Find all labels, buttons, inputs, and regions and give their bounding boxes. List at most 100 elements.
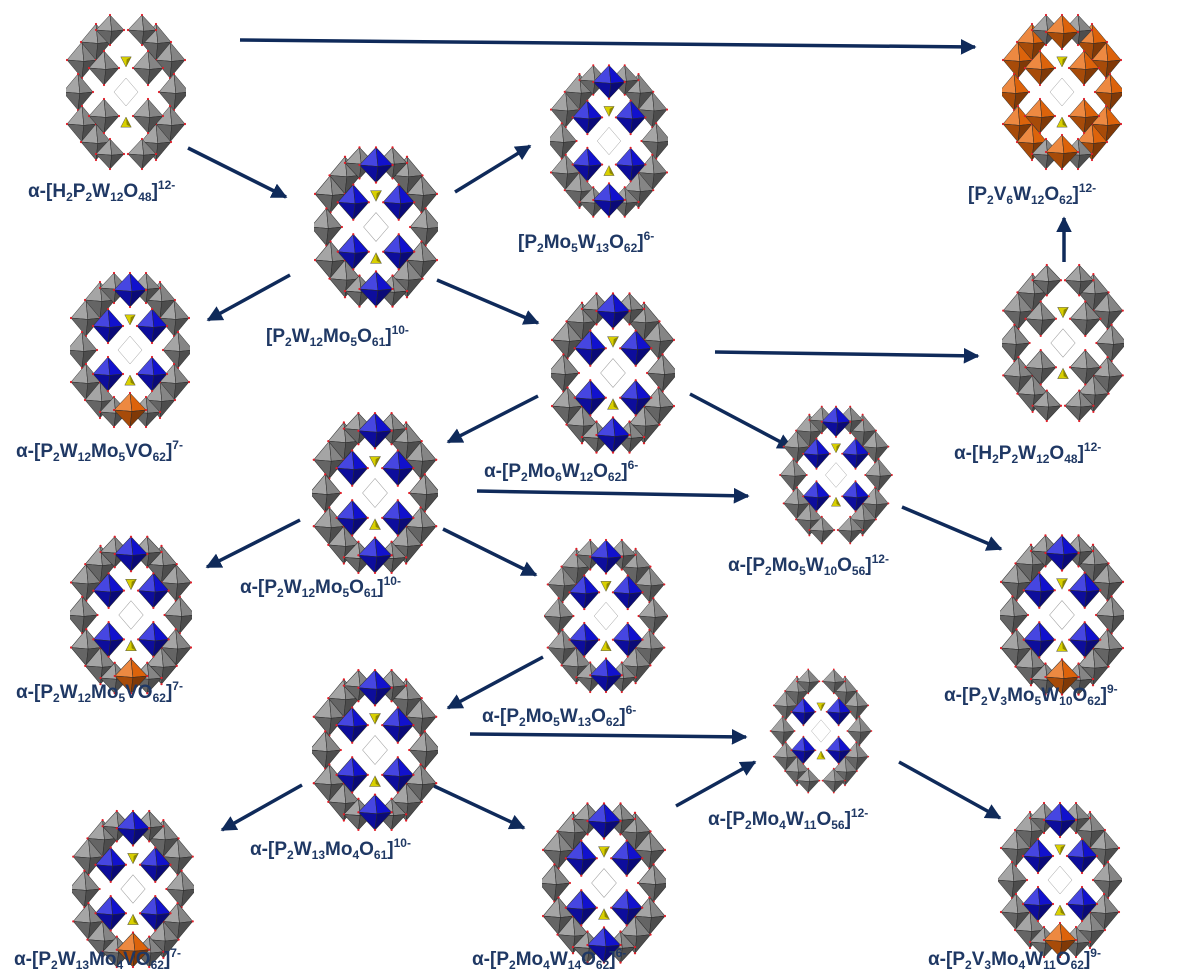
belt-octahedron — [335, 706, 369, 744]
phosphate-tetrahedron-icon — [816, 750, 826, 760]
belt-octahedron — [1065, 885, 1099, 923]
formula-text: W — [283, 577, 302, 598]
formula-text: W — [1041, 685, 1060, 706]
formula-text: W — [1013, 184, 1031, 205]
formula-label: [P2V6W12O62]12- — [968, 182, 1096, 207]
tungsten-octahedron — [68, 869, 101, 909]
formula-subscript: 61 — [371, 335, 386, 349]
formula-subscript: 62 — [1059, 193, 1073, 207]
formula-text: W — [577, 232, 596, 253]
phosphate-tetrahedron-icon — [120, 116, 132, 128]
phosphate-tetrahedron-icon — [598, 846, 610, 858]
formula-charge: 7- — [172, 438, 183, 452]
arrow-right-icon — [239, 38, 977, 55]
polyoxometalate-structure — [308, 410, 442, 576]
cap-octahedron — [1042, 921, 1078, 959]
formula-text: O — [357, 326, 372, 347]
belt-octahedron — [614, 99, 647, 136]
formula-subscript: 6 — [555, 470, 562, 484]
arrow-right-icon — [469, 728, 748, 745]
tungsten-octahedron — [101, 935, 133, 969]
formula-subscript: 12 — [110, 190, 124, 204]
formula-subscript: 2 — [521, 470, 528, 484]
formula-subscript: 62 — [152, 450, 166, 464]
formula-subscript: 2 — [53, 450, 60, 464]
belt-octahedron — [802, 437, 831, 470]
tungsten-octahedron — [1031, 263, 1063, 297]
belt-octahedron — [1068, 621, 1102, 659]
polyhedral-octahedron-icon — [545, 64, 673, 218]
formula-subscript: 2 — [965, 958, 972, 972]
formula-text: Mo — [325, 839, 353, 860]
belt-octahedron — [136, 572, 170, 610]
cap-octahedron — [113, 657, 149, 695]
polyhedral-octahedron-icon — [995, 801, 1125, 959]
phosphate-tetrahedron-icon — [607, 398, 619, 410]
formula-label: α-[H2P2W12O48]12- — [28, 179, 175, 204]
polyoxometalate-structure — [537, 800, 671, 966]
formula-subscript: 2 — [981, 694, 988, 708]
phosphate-tetrahedron-icon — [124, 314, 136, 326]
formula-text: O — [837, 555, 852, 576]
tungsten-octahedron — [308, 473, 342, 513]
cap-octahedron — [1044, 658, 1080, 696]
formula-text: O — [359, 839, 374, 860]
formula-subscript: 4 — [1018, 958, 1026, 972]
formula-text: α-[P — [482, 706, 520, 727]
formula-subscript: 2 — [509, 958, 516, 972]
polyhedral-octahedron-icon — [542, 538, 670, 694]
formula-label: [P2W12Mo5O61]10- — [266, 324, 409, 349]
formula-text: VO — [123, 949, 151, 970]
cap-octahedron — [113, 535, 149, 573]
formula-subscript: 14 — [567, 958, 582, 972]
polyoxometalate-structure — [998, 262, 1128, 424]
phosphate-tetrahedron-icon — [603, 106, 615, 117]
polyoxometalate-structure — [776, 404, 896, 546]
formula-text: O — [1072, 685, 1088, 706]
belt-octahedron — [1021, 837, 1055, 875]
belt-octahedron — [92, 620, 126, 658]
formula-text: V — [971, 949, 985, 970]
phosphate-tetrahedron-icon — [603, 165, 615, 176]
formula-text: VO — [125, 441, 153, 462]
tungsten-octahedron — [130, 271, 162, 305]
formula-subscript: 4 — [779, 818, 786, 832]
formula-subscript: 62 — [150, 958, 164, 972]
formula-text: Mo — [322, 326, 351, 347]
formula-text: Mo — [527, 461, 556, 482]
cap-octahedron — [589, 538, 623, 575]
tungsten-octahedron — [796, 668, 821, 695]
formula-text: W — [785, 809, 804, 830]
belt-octahedron — [841, 437, 870, 470]
phosphate-tetrahedron-icon — [1054, 904, 1066, 916]
formula-text: V — [993, 184, 1007, 205]
belt-octahedron — [571, 99, 604, 136]
formula-charge: 10- — [383, 574, 401, 588]
tungsten-octahedron — [1094, 595, 1129, 635]
tungsten-octahedron — [65, 330, 99, 370]
formula-charge: 10- — [393, 836, 411, 850]
tungsten-octahedron — [390, 258, 424, 299]
cap-octahedron — [357, 793, 393, 832]
polyhedral-octahedron-icon — [995, 534, 1129, 696]
tungsten-octahedron — [846, 715, 873, 747]
tungsten-octahedron — [1095, 323, 1128, 363]
phosphate-tetrahedron-icon — [369, 456, 381, 468]
phosphate-tetrahedron-icon — [600, 581, 612, 592]
formula-text: Mo — [991, 949, 1019, 970]
formula-subscript: 11 — [1043, 958, 1056, 972]
belt-octahedron — [610, 889, 644, 927]
formula-subscript: 12 — [1031, 193, 1045, 207]
formula-text: ] — [385, 326, 392, 347]
tungsten-octahedron — [997, 72, 1031, 112]
phosphate-tetrahedron-icon — [369, 518, 381, 530]
formula-subscript: 3 — [1000, 694, 1008, 708]
formula-subscript: 2 — [519, 715, 526, 729]
formula-subscript: 10 — [823, 564, 838, 578]
belt-octahedron — [91, 355, 125, 393]
belt-octahedron — [335, 756, 369, 794]
phosphate-tetrahedron-icon — [125, 579, 137, 591]
tungsten-octahedron — [836, 515, 864, 545]
formula-text: α-[P — [16, 441, 54, 462]
formula-subscript: 12 — [77, 691, 91, 705]
